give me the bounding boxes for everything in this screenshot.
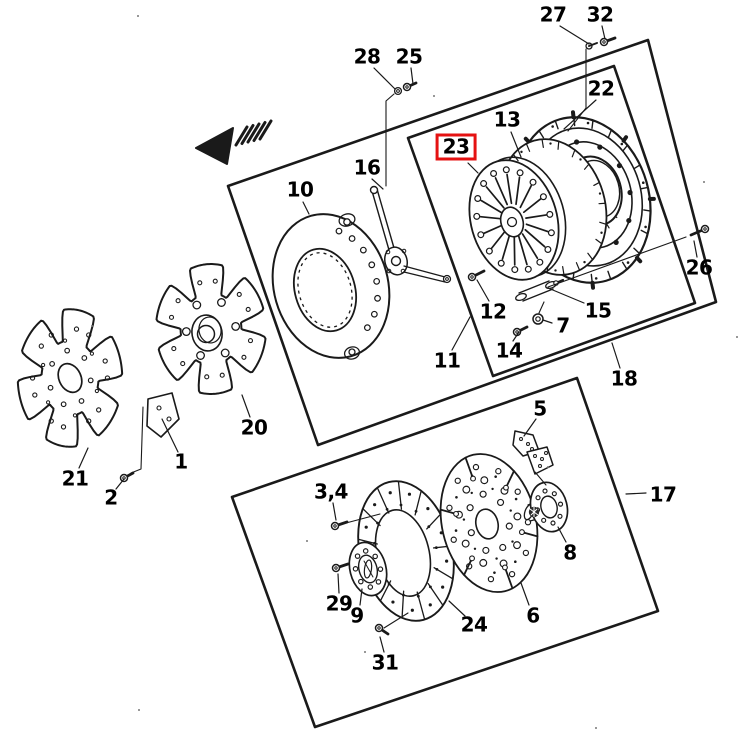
part-6-clutch-plate	[439, 453, 539, 593]
part-32-bolt	[599, 36, 617, 47]
upper-outer-panel-18	[226, 38, 718, 447]
part-label-11[interactable]: 11	[433, 348, 461, 373]
part-15-pin	[515, 278, 565, 302]
part-label-31[interactable]: 31	[371, 650, 399, 675]
part-label-7[interactable]: 7	[556, 313, 570, 338]
upper-inner-panel-11	[406, 64, 697, 378]
part-23-clutch-disc	[468, 156, 567, 281]
part-label-13[interactable]: 13	[493, 107, 521, 132]
part-31-bolt	[374, 623, 390, 636]
part-16-release-lever	[369, 185, 452, 284]
part-label-24[interactable]: 24	[460, 612, 488, 637]
part-label-12[interactable]: 12	[479, 299, 507, 324]
part-label-9[interactable]: 9	[350, 603, 364, 628]
part-label-6[interactable]: 6	[526, 603, 540, 628]
part-2-bolt	[119, 471, 135, 483]
part-12-bolt	[467, 269, 486, 282]
part-label-18[interactable]: 18	[610, 366, 638, 391]
part-label-21[interactable]: 21	[61, 466, 89, 491]
part-3-4-bolt	[330, 520, 349, 531]
part-label-20[interactable]: 20	[240, 415, 268, 440]
part-5-brackets	[512, 430, 554, 475]
lower-panel-17	[230, 376, 660, 729]
part-label-10[interactable]: 10	[286, 177, 314, 202]
scan-specks	[91, 15, 738, 729]
part-8-hub	[523, 481, 569, 533]
part-label-29[interactable]: 29	[325, 591, 353, 616]
part-label-23-highlighted[interactable]: 23	[435, 133, 477, 161]
part-29-bolt	[331, 562, 350, 573]
leader-lines	[78, 25, 698, 653]
part-label-22[interactable]: 22	[587, 76, 615, 101]
part-27-screw	[585, 42, 598, 50]
part-14-bolt	[512, 325, 529, 337]
part-26-bolt	[689, 224, 710, 237]
part-label-25[interactable]: 25	[395, 44, 423, 69]
part-label-32[interactable]: 32	[586, 2, 614, 27]
part-20-flex-plate	[155, 263, 267, 395]
part-21-flex-plate	[16, 308, 124, 448]
part-7-washer	[532, 313, 544, 325]
part-label-16[interactable]: 16	[353, 155, 381, 180]
part-1-lock-plate	[146, 392, 180, 438]
direction-arrow-icon	[195, 119, 273, 165]
part-label-17[interactable]: 17	[649, 482, 677, 507]
part-label-2[interactable]: 2	[104, 485, 118, 510]
part-label-3-4[interactable]: 3,4	[314, 479, 348, 504]
part-25-bolt	[402, 81, 418, 92]
part-10-pressure-plate	[271, 213, 391, 360]
part-9-hub-flange	[348, 541, 388, 597]
part-label-28[interactable]: 28	[353, 44, 381, 69]
part-label-8[interactable]: 8	[563, 540, 577, 565]
part-label-5[interactable]: 5	[533, 396, 547, 421]
part-label-14[interactable]: 14	[495, 338, 523, 363]
construction-lines	[130, 48, 687, 629]
part-label-1[interactable]: 1	[174, 449, 188, 474]
part-28-washer	[393, 86, 403, 96]
part-label-27[interactable]: 27	[539, 2, 567, 27]
part-label-26[interactable]: 26	[685, 255, 713, 280]
part-label-15[interactable]: 15	[584, 298, 612, 323]
